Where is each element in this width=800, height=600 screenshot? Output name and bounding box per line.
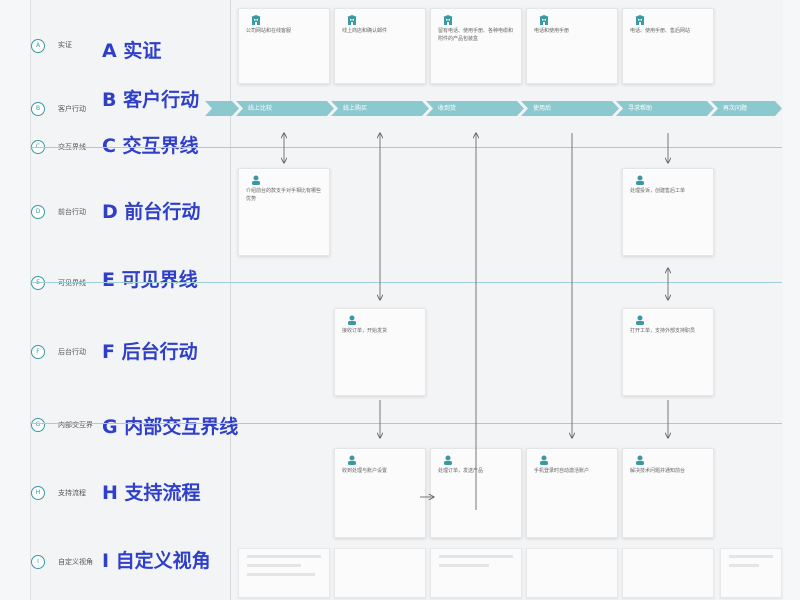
card-text: 接收订单，开始发货	[342, 328, 388, 334]
person-icon	[348, 315, 356, 325]
building-icon	[443, 15, 453, 25]
customer-action-step: 收到货	[426, 101, 524, 116]
row-title: D 前台行动	[102, 201, 201, 223]
card-text: 打开工单，支持外部支持职员	[630, 328, 696, 334]
custom-view-placeholder	[622, 548, 714, 598]
customer-action-step	[205, 101, 239, 116]
row-title: C 交互界线	[102, 135, 199, 157]
evidence-card: 留有电话、使用手册、各种电缆和附件的产品包装盒	[430, 8, 522, 84]
row-small-label: 自定义视角	[58, 558, 93, 566]
card-text: 手机登录时自动激活账户	[534, 468, 590, 474]
row-badge: G	[31, 418, 45, 432]
building-icon	[251, 15, 261, 25]
building-icon	[635, 15, 645, 25]
line-of-interaction	[30, 147, 782, 148]
custom-view-placeholder	[720, 548, 782, 598]
frontstage-card: 介绍前台的款支手对手相比有哪些优势	[238, 168, 330, 256]
row-small-label: 内部交互界	[58, 421, 93, 429]
person-icon	[636, 315, 644, 325]
custom-view-placeholder	[526, 548, 618, 598]
row-small-label: 前台行动	[58, 208, 86, 216]
customer-action-step: 使用后	[521, 101, 619, 116]
row-label-column	[30, 0, 231, 600]
card-text: 电话和使用手册	[534, 28, 570, 34]
line-of-internal-interaction	[30, 423, 782, 424]
row-title: E 可见界线	[102, 269, 198, 291]
row-badge: H	[31, 486, 45, 500]
row-badge: F	[31, 345, 45, 359]
row-small-label: 后台行动	[58, 348, 86, 356]
line-of-visibility	[30, 282, 782, 283]
row-title: I 自定义视角	[102, 550, 211, 572]
customer-action-step: 寻求帮助	[616, 101, 714, 116]
card-text: 解决技术问题并通知前台	[630, 468, 686, 474]
card-text: 处理订单，发送产品	[438, 468, 484, 474]
card-text: 电话、使用手册、售后网站	[630, 28, 691, 34]
card-text: 公司网站和在线客服	[246, 28, 292, 34]
support-card: 解决技术问题并通知前台	[622, 448, 714, 538]
custom-view-placeholder	[238, 548, 330, 598]
person-icon	[348, 455, 356, 465]
row-badge: I	[31, 555, 45, 569]
row-title: B 客户行动	[102, 89, 200, 111]
support-card: 手机登录时自动激活账户	[526, 448, 618, 538]
person-icon	[540, 455, 548, 465]
backstage-card: 打开工单，支持外部支持职员	[622, 308, 714, 396]
row-title: G 内部交互界线	[102, 416, 239, 438]
building-icon	[347, 15, 357, 25]
row-title: A 实证	[102, 40, 162, 62]
evidence-card: 线上商店和确认邮件	[334, 8, 426, 84]
person-icon	[252, 175, 260, 185]
row-small-label: 可见界线	[58, 279, 86, 287]
card-text: 线上商店和确认邮件	[342, 28, 388, 34]
customer-action-step: 线上购买	[331, 101, 429, 116]
row-title: H 支持流程	[102, 482, 201, 504]
card-text: 介绍前台的款支手对手相比有哪些优势	[246, 188, 322, 202]
frontstage-card: 处理投诉，创建售后工单	[622, 168, 714, 256]
customer-action-step: 再次问题	[711, 101, 782, 116]
row-title: F 后台行动	[102, 341, 198, 363]
custom-view-placeholder	[334, 548, 426, 598]
person-icon	[636, 455, 644, 465]
row-small-label: 实证	[58, 41, 72, 49]
evidence-card: 电话、使用手册、售后网站	[622, 8, 714, 84]
row-small-label: 客户行动	[58, 105, 86, 113]
building-icon	[539, 15, 549, 25]
custom-view-placeholder	[430, 548, 522, 598]
person-icon	[636, 175, 644, 185]
row-small-label: 支持流程	[58, 489, 86, 497]
person-icon	[444, 455, 452, 465]
evidence-card: 电话和使用手册	[526, 8, 618, 84]
card-text: 收到处理与账户设置	[342, 468, 388, 474]
card-text: 留有电话、使用手册、各种电缆和附件的产品包装盒	[438, 28, 514, 42]
row-badge: A	[31, 39, 45, 53]
row-badge: B	[31, 102, 45, 116]
backstage-card: 接收订单，开始发货	[334, 308, 426, 396]
customer-action-step: 线上比较	[236, 101, 334, 116]
evidence-card: 公司网站和在线客服	[238, 8, 330, 84]
card-text: 处理投诉，创建售后工单	[630, 188, 686, 194]
row-badge: D	[31, 205, 45, 219]
support-card: 收到处理与账户设置	[334, 448, 426, 538]
